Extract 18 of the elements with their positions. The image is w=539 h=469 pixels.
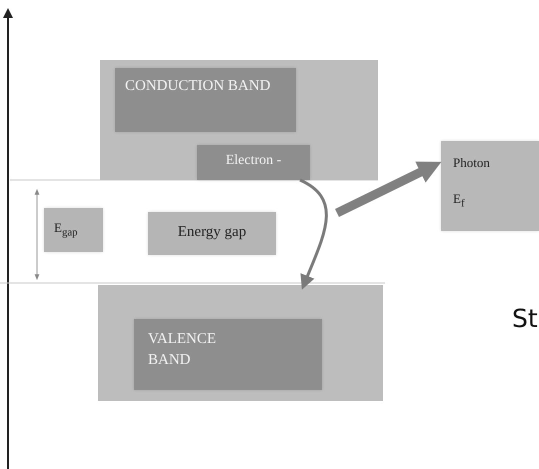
node-label: Electron - [224,153,282,170]
node-label: Photon [453,155,491,171]
label-box [148,212,276,255]
node-label: CONDUCTION BAND [125,77,272,96]
cut-off-text: St [512,304,538,333]
label-box [44,208,103,252]
label-box [115,68,296,132]
label-box [134,319,322,390]
band-box [100,60,378,180]
node-label: VALENCE BAND [148,330,218,370]
node-label: E$_{gap}$ [54,220,79,240]
label-box [441,141,539,231]
curved-arrow [299,178,328,290]
band-box [98,285,383,401]
node-label: E$_{f}$ [453,190,466,210]
thick-arrow [335,162,442,218]
label-box [197,145,310,180]
node-label: Energy gap [176,223,248,241]
